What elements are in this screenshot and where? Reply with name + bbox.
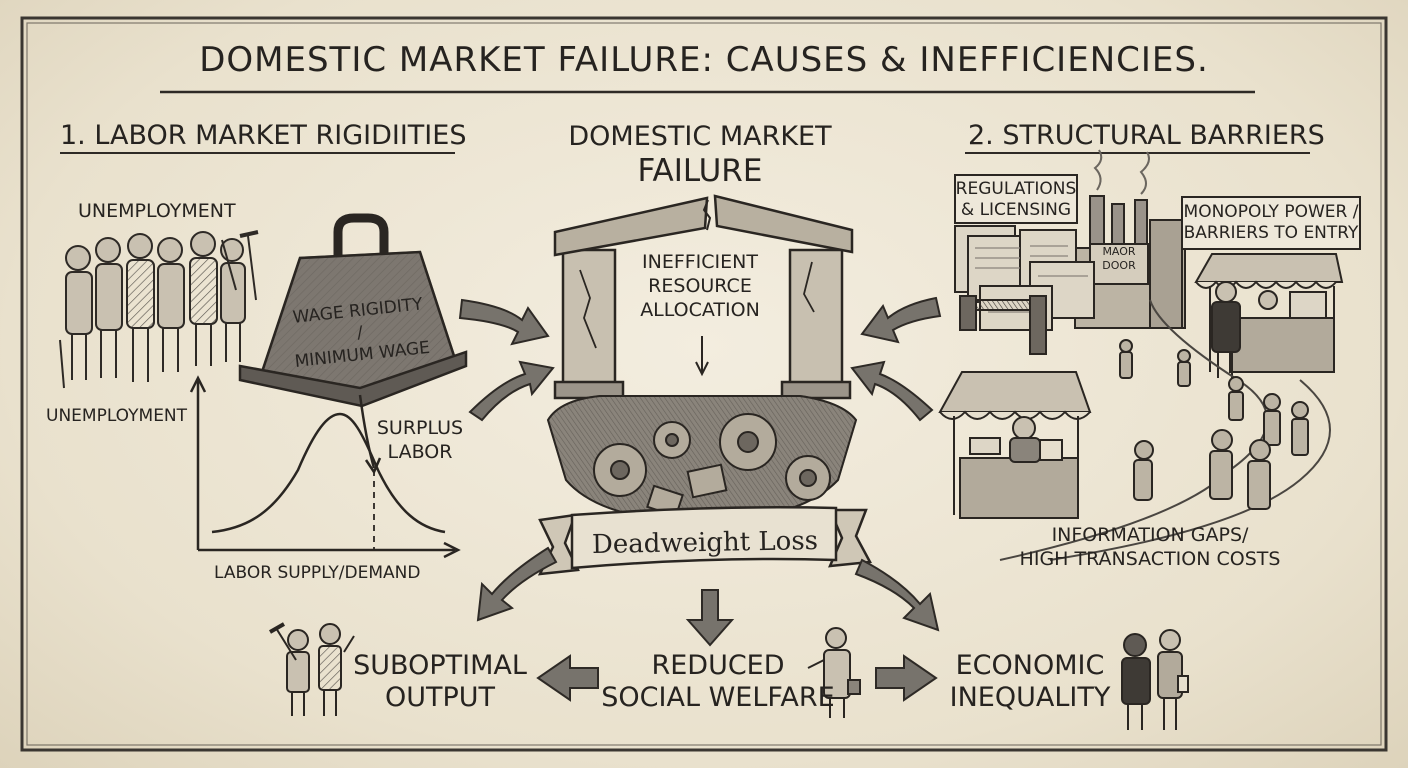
regulations-licensing-label: REGULATIONS & LICENSING — [955, 179, 1077, 220]
information-gaps-label: INFORMATION GAPS/ HIGH TRANSACTION COSTS — [1019, 524, 1281, 570]
unemployment-axis-label: UNEMPLOYMENT — [46, 406, 188, 426]
deadweight-loss-label: Deadweight Loss — [591, 526, 819, 560]
crumbling-pit-illustration — [546, 395, 858, 524]
surplus-labor-label: SURPLUS LABOR — [376, 417, 464, 463]
unemployed-crowd-illustration — [59, 230, 259, 389]
man-illustration — [807, 627, 861, 718]
labor-market-chart — [189, 375, 461, 559]
reduced-social-welfare-label: REDUCED SOCIAL WELFARE — [601, 650, 835, 713]
workers-illustration — [269, 622, 355, 716]
confused-crowd-road-illustration — [999, 299, 1331, 561]
monopoly-stall-illustration — [1194, 253, 1344, 378]
factory-regulations-illustration — [954, 149, 1186, 355]
center-heading: DOMESTIC MARKET FAILURE — [568, 121, 832, 189]
left-section-heading: 1. LABOR MARKET RIGIDIITIES — [60, 120, 467, 151]
couple-illustration — [1121, 629, 1189, 730]
sketch-frame — [20, 16, 1388, 752]
causal-arrows — [458, 296, 942, 702]
monopoly-power-label: MONOPOLY POWER / BARRIERS TO ENTRY — [1183, 202, 1359, 243]
monopoly-box — [1181, 196, 1361, 250]
right-section-heading: 2. STRUCTURAL BARRIERS — [968, 120, 1325, 151]
deadweight-loss-banner — [537, 506, 872, 576]
market-stall-illustration — [938, 371, 1092, 519]
factory-sign-label: MAOR DOOR — [1102, 245, 1136, 272]
page-title: DOMESTIC MARKET FAILURE: CAUSES & INEFFI… — [199, 40, 1209, 80]
inefficient-resource-allocation-label: INEFFICIENT RESOURCE ALLOCATION — [640, 251, 760, 321]
economic-inequality-label: ECONOMIC INEQUALITY — [949, 650, 1111, 713]
wage-rigidity-weight-illustration — [238, 213, 468, 408]
labor-supply-demand-axis-label: LABOR SUPPLY/DEMAND — [214, 563, 421, 583]
broken-arch-illustration — [553, 194, 854, 400]
regulations-box — [954, 174, 1078, 224]
unemployment-label: UNEMPLOYMENT — [78, 200, 236, 222]
suboptimal-output-label: SUBOPTIMAL OUTPUT — [353, 650, 527, 713]
